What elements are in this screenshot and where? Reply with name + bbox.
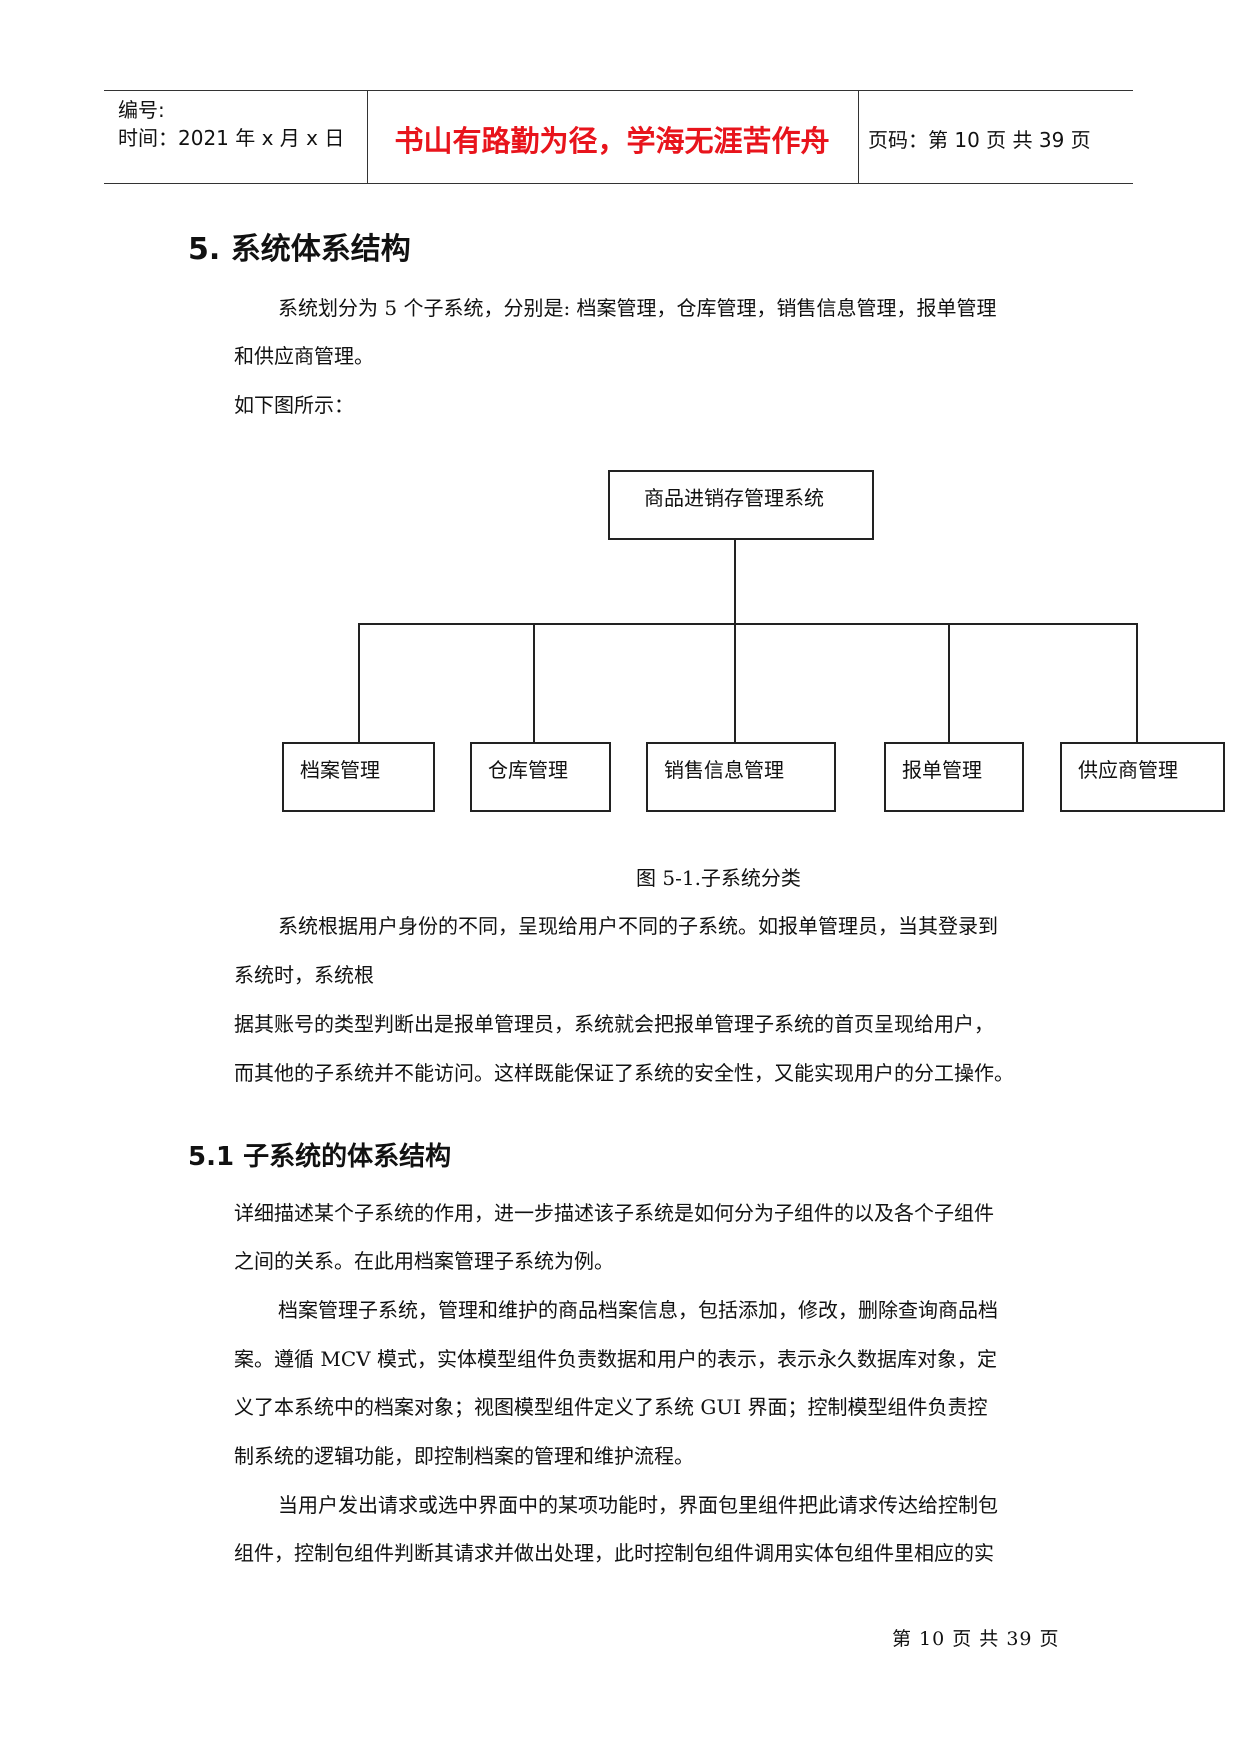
header-divider-left xyxy=(367,90,368,183)
para-2-line-1: 系统根据用户身份的不同，呈现给用户不同的子系统。如报单管理员，当其登录到 xyxy=(278,914,998,938)
section-5-1-line-4: 案。遵循 MCV 模式，实体模型组件负责数据和用户的表示，表示永久数据库对象，定 xyxy=(234,1347,997,1371)
diagram-drop-4 xyxy=(948,623,950,744)
section-5-1-line-6: 制系统的逻辑功能，即控制档案的管理和维护流程。 xyxy=(234,1444,694,1468)
diagram-root-stem xyxy=(734,540,736,624)
diagram-drop-1 xyxy=(358,623,360,744)
diagram-drop-2 xyxy=(533,623,535,744)
header-number-label: 编号: xyxy=(118,98,165,122)
header-page-label: 页码：第 10 页 共 39 页 xyxy=(868,128,1091,152)
header-motto: 书山有路勤为径，学海无涯苦作舟 xyxy=(394,124,830,158)
diagram-child-report: 报单管理 xyxy=(884,742,1024,812)
section-5-1-line-2: 之间的关系。在此用档案管理子系统为例。 xyxy=(234,1249,614,1273)
section-5-1-heading: 5.1 子系统的体系结构 xyxy=(188,1142,452,1172)
header-divider-right xyxy=(858,90,859,183)
page-footer: 第 10 页 共 39 页 xyxy=(892,1628,1060,1650)
header-top-border xyxy=(104,90,1133,91)
section-5-1-line-1: 详细描述某个子系统的作用，进一步描述该子系统是如何分为子组件的以及各个子组件 xyxy=(234,1201,994,1225)
diagram-drop-5 xyxy=(1136,623,1138,744)
section-5-line-1: 系统划分为 5 个子系统，分别是: 档案管理，仓库管理，销售信息管理，报单管理 xyxy=(278,296,997,320)
section-5-1-line-7: 当用户发出请求或选中界面中的某项功能时，界面包里组件把此请求传达给控制包 xyxy=(278,1493,998,1517)
para-2-line-4: 而其他的子系统并不能访问。这样既能保证了系统的安全性，又能实现用户的分工操作。 xyxy=(234,1061,1014,1085)
section-5-1-line-8: 组件，控制包组件判断其请求并做出处理，此时控制包组件调用实体包组件里相应的实 xyxy=(234,1541,994,1565)
section-5-line-2: 和供应商管理。 xyxy=(234,344,374,368)
diagram-child-supplier: 供应商管理 xyxy=(1060,742,1225,812)
diagram-child-archive: 档案管理 xyxy=(282,742,435,812)
section-5-line-3: 如下图所示： xyxy=(234,393,354,417)
section-5-heading: 5. 系统体系结构 xyxy=(188,232,411,267)
para-2-line-2: 系统时，系统根 xyxy=(234,963,374,987)
section-5-1-line-3: 档案管理子系统，管理和维护的商品档案信息，包括添加，修改，删除查询商品档 xyxy=(278,1298,998,1322)
diagram-child-sales-info: 销售信息管理 xyxy=(646,742,836,812)
section-5-1-line-5: 义了本系统中的档案对象；视图模型组件定义了系统 GUI 界面；控制模型组件负责控 xyxy=(234,1395,988,1419)
diagram-horizontal-bar xyxy=(358,623,1138,625)
diagram-child-warehouse: 仓库管理 xyxy=(470,742,611,812)
diagram-root-box: 商品进销存管理系统 xyxy=(608,470,874,540)
header-bottom-border xyxy=(104,183,1133,184)
para-2-line-3: 据其账号的类型判断出是报单管理员，系统就会把报单管理子系统的首页呈现给用户， xyxy=(234,1012,994,1036)
diagram-drop-3 xyxy=(734,623,736,744)
header-time-label: 时间：2021 年 x 月 x 日 xyxy=(118,126,345,150)
diagram-caption: 图 5-1.子系统分类 xyxy=(636,866,801,890)
